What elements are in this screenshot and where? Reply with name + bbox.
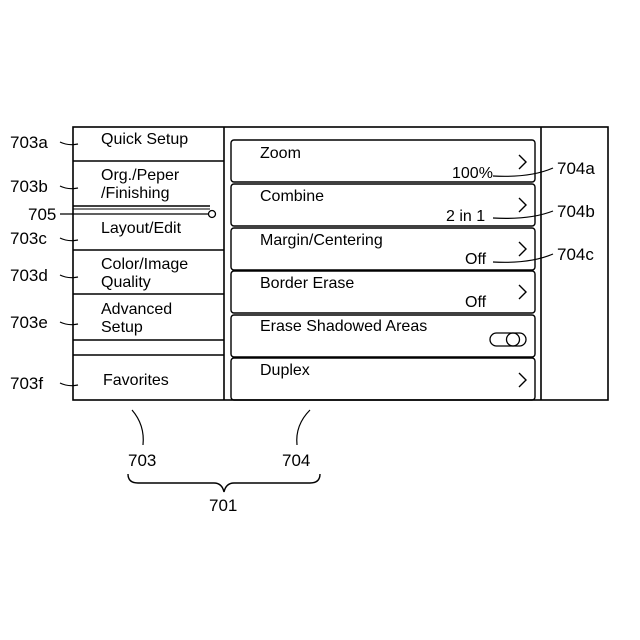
toggle-knob-icon xyxy=(507,333,520,346)
menu-item-org-paper-finishing[interactable]: Org./Peper /Finishing xyxy=(101,167,179,203)
setting-margin-label: Margin/Centering xyxy=(260,232,383,250)
ref-label-703b: 703b xyxy=(10,178,48,195)
ref-label-703a: 703a xyxy=(10,134,48,151)
ref-label-703: 703 xyxy=(128,452,156,469)
chevron-right-icon xyxy=(519,155,526,169)
ref-label-701: 701 xyxy=(209,497,237,514)
setting-erase-shadowed-label: Erase Shadowed Areas xyxy=(260,318,427,336)
ref-label-705: 705 xyxy=(28,206,56,223)
menu-item-advanced-setup[interactable]: Advanced Setup xyxy=(101,301,172,337)
menu-item-color-image-quality[interactable]: Color/Image Quality xyxy=(101,256,188,292)
ref-label-703d: 703d xyxy=(10,267,48,284)
ref-label-704b: 704b xyxy=(557,203,595,220)
chevron-right-icon xyxy=(519,373,526,387)
chevron-right-icon xyxy=(519,285,526,299)
menu-item-favorites[interactable]: Favorites xyxy=(103,372,169,390)
setting-margin-value: Off xyxy=(465,251,486,269)
leader-704b xyxy=(493,211,553,218)
setting-border-erase-label: Border Erase xyxy=(260,275,354,293)
ref-label-703c: 703c xyxy=(10,230,47,247)
ref-label-703f: 703f xyxy=(10,375,43,392)
leader-703d xyxy=(60,275,78,278)
menu-item-layout-edit[interactable]: Layout/Edit xyxy=(101,220,181,238)
leader-703f xyxy=(60,383,78,386)
leader-703c xyxy=(60,238,78,241)
brace-701 xyxy=(128,474,320,492)
ref-label-704: 704 xyxy=(282,452,310,469)
setting-zoom-label: Zoom xyxy=(260,145,301,163)
selection-indicator-705 xyxy=(209,211,216,218)
ref-label-703e: 703e xyxy=(10,314,48,331)
setting-zoom-value: 100% xyxy=(452,165,493,183)
chevron-right-icon xyxy=(519,198,526,212)
leader-704c xyxy=(493,254,553,262)
ref-label-704a: 704a xyxy=(557,160,595,177)
menu-item-quick-setup[interactable]: Quick Setup xyxy=(101,131,188,149)
leader-704a xyxy=(493,168,553,176)
leader-704 xyxy=(297,410,310,445)
setting-combine-value: 2 in 1 xyxy=(446,208,485,226)
setting-border-erase-value: Off xyxy=(465,294,486,312)
setting-combine-label: Combine xyxy=(260,188,324,206)
chevron-right-icon xyxy=(519,242,526,256)
setting-duplex-label: Duplex xyxy=(260,362,310,380)
leader-703e xyxy=(60,322,78,325)
leader-703b xyxy=(60,186,78,189)
ref-label-704c: 704c xyxy=(557,246,594,263)
leader-703a xyxy=(60,142,78,145)
leader-703 xyxy=(132,410,143,445)
